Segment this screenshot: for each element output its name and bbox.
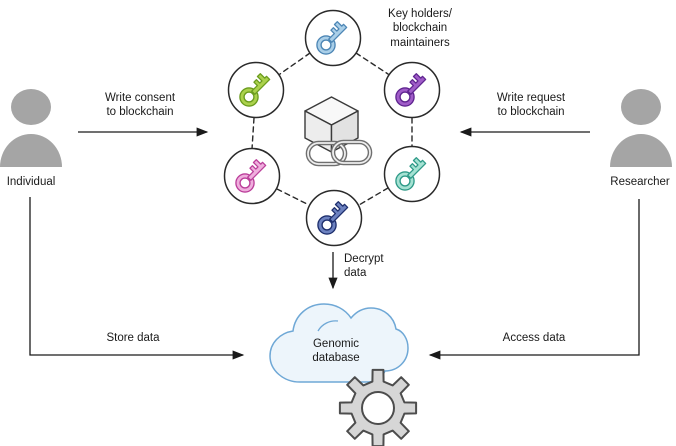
key-blade [328, 21, 348, 43]
gear-hole [361, 391, 395, 425]
write-consent-label: Write consent to blockchain [104, 92, 176, 119]
dashed-link [276, 188, 310, 206]
researcher-person-icon [610, 89, 672, 167]
person-head [621, 89, 661, 125]
researcher-label: Researcher [610, 176, 670, 188]
chain-link-left-inner [307, 142, 346, 165]
store-data-arrow [29, 197, 245, 360]
decrypt-data-label: Decrypt data [344, 253, 384, 280]
cloud-icon [269, 303, 409, 383]
cloud-shape [269, 303, 409, 383]
key-icon [316, 21, 348, 55]
key-blade [407, 157, 427, 179]
person-head [11, 89, 51, 125]
key-icon [395, 73, 427, 107]
key-icon [395, 157, 427, 191]
key-icon [235, 159, 267, 193]
dashed-link [279, 52, 311, 75]
individual-person-icon [0, 89, 62, 167]
key-icon [239, 73, 271, 107]
person-body [610, 134, 672, 167]
cluster-label: Key holders/ blockchain maintainers [388, 8, 452, 49]
chain-link-right-inner [332, 141, 371, 164]
chain-link-right [330, 139, 373, 166]
access-data-arrow [428, 199, 640, 360]
key-blade [407, 73, 427, 95]
key-blade [251, 73, 271, 95]
access-data-label: Access data [502, 332, 566, 344]
key-blade [247, 159, 267, 181]
person-body [0, 134, 62, 167]
write-request-label: Write request to blockchain [496, 92, 566, 119]
genomic-database-label: Genomic database [312, 338, 360, 365]
individual-label: Individual [6, 176, 56, 188]
gear-icon [338, 368, 418, 446]
dashed-link [358, 187, 389, 206]
chain-link-icon [305, 139, 373, 167]
dashed-link [355, 52, 389, 75]
key-icon [317, 201, 349, 235]
cloud-detail-line [317, 320, 339, 332]
dashed-link [251, 117, 255, 150]
store-data-label: Store data [106, 332, 160, 344]
key-blade [329, 201, 349, 223]
